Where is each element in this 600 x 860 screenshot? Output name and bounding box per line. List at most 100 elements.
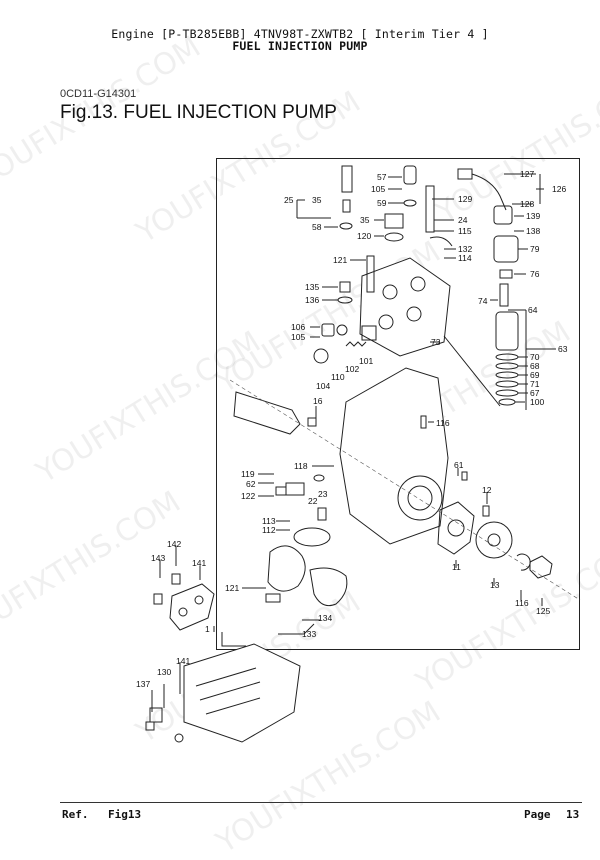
bolt — [265, 593, 281, 603]
solenoid-nut — [499, 269, 513, 279]
plug — [339, 281, 351, 293]
callout-76: 79 — [530, 244, 540, 254]
o-ring — [293, 527, 331, 547]
callout-63: 63 — [558, 344, 568, 354]
callout-143: 143 — [151, 553, 166, 563]
leader-line — [310, 326, 320, 338]
footer-page-label: Page — [524, 808, 551, 821]
callout-112b: 114 — [458, 253, 472, 263]
callout-129: 130 — [157, 667, 172, 677]
callout-16: 13 — [490, 580, 500, 590]
delivery-valve-holder — [341, 165, 353, 193]
leader-line — [242, 587, 320, 635]
cap-nut — [384, 213, 404, 229]
callout-61: 59 — [377, 198, 387, 208]
leader-line — [159, 546, 215, 632]
callout-121: 121 — [333, 255, 348, 265]
callout-25: 25 — [284, 195, 294, 205]
callout-116: 119 — [241, 469, 255, 479]
leader-line — [151, 632, 246, 712]
bracket-hole — [194, 595, 204, 605]
callout-60: 61 — [454, 460, 464, 470]
footer-rule — [60, 802, 582, 803]
o-ring — [495, 353, 519, 361]
washer — [337, 296, 353, 304]
leader-line — [455, 468, 543, 606]
alignment-line — [229, 379, 581, 601]
callout-133: 134 — [318, 613, 333, 623]
footer-ref-label: Ref. — [62, 808, 89, 821]
callout-58: 57 — [377, 172, 387, 182]
gasket-plate — [437, 501, 475, 555]
leader-line — [315, 406, 434, 423]
callout-142: 142 — [167, 539, 182, 549]
port — [382, 284, 398, 300]
gasket-hole — [447, 519, 465, 537]
o-ring — [174, 733, 184, 743]
callout-113: 116 — [515, 598, 529, 608]
callout-115: 118 — [294, 461, 308, 471]
pump-housing — [339, 367, 449, 545]
o-ring — [339, 222, 353, 230]
pin — [420, 415, 427, 429]
callout-125: 126 — [552, 184, 567, 194]
callout-122: 125 — [536, 606, 551, 616]
callout-62: 62 — [246, 479, 256, 489]
hydraulic-head — [359, 257, 451, 357]
figure-title: Fig.13. FUEL INJECTION PUMP — [60, 102, 337, 123]
valve-spring — [342, 199, 351, 213]
callout-134: 135 — [305, 282, 320, 292]
leader-line — [514, 215, 528, 275]
washer — [516, 553, 531, 571]
nut — [529, 555, 553, 579]
leader-line — [388, 176, 404, 204]
leader-line — [504, 173, 544, 205]
port — [410, 276, 426, 292]
drive-flange-bore — [397, 475, 443, 521]
callout-111: 113 — [262, 516, 276, 526]
callout-118: 105 — [371, 184, 386, 194]
assembly-detail — [195, 667, 261, 715]
gasket — [309, 567, 348, 607]
o-ring — [495, 389, 519, 397]
drive-hub — [475, 521, 513, 559]
bracket — [149, 707, 163, 723]
callout-59: 58 — [312, 222, 322, 232]
callout-12: 12 — [482, 485, 492, 495]
callout-119: 122 — [241, 491, 256, 501]
callout-35: 35 — [312, 195, 322, 205]
document-id: 0CD11-G14301 — [60, 88, 137, 100]
callout-100: 101 — [359, 356, 374, 366]
cap — [361, 325, 377, 341]
callout-74: 76 — [530, 269, 540, 279]
callout-22: 22 — [308, 496, 318, 506]
lever — [285, 482, 305, 496]
pipe — [429, 236, 453, 247]
bracket — [169, 583, 215, 631]
callout-79: 100 — [530, 397, 545, 407]
callout-137: 137 — [136, 679, 151, 689]
bolt — [366, 255, 375, 293]
callout-106: 110 — [331, 372, 345, 382]
leader-line — [432, 198, 456, 259]
bolt-head — [275, 486, 287, 496]
callout-72: 73 — [431, 337, 441, 347]
leader-line — [276, 520, 290, 531]
harness — [471, 173, 507, 211]
callout-128: 129 — [458, 194, 473, 204]
connector — [457, 168, 473, 180]
callout-139: 141 — [176, 656, 191, 666]
callout-69: 69 — [530, 370, 540, 380]
callout-11: 11 — [452, 562, 461, 572]
callout-23: 23 — [318, 489, 328, 499]
callout-135: 136 — [305, 295, 320, 305]
bolt — [482, 505, 490, 517]
callout-112: 115 — [458, 226, 472, 236]
plug — [403, 165, 417, 185]
plug — [313, 348, 329, 364]
callout-101: 102 — [345, 364, 360, 374]
plunger — [499, 283, 509, 307]
o-ring — [495, 371, 519, 379]
callout-120: 121 — [225, 583, 240, 593]
